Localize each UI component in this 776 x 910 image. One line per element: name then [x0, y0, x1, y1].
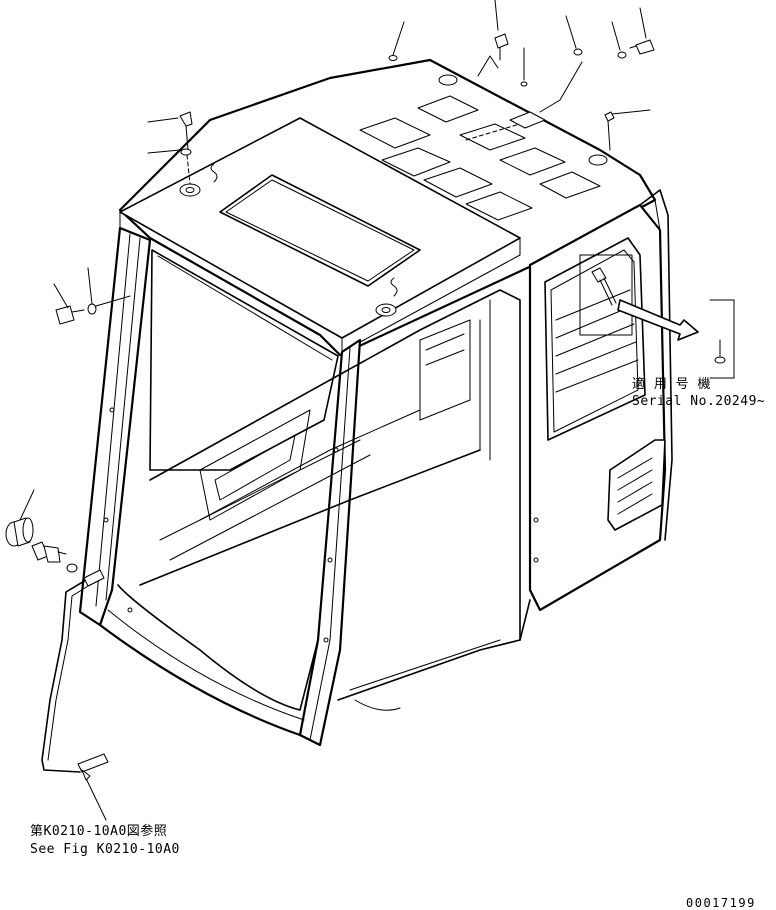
cab-interior [139, 289, 531, 711]
handrail-pipe [41, 571, 101, 773]
bushing-icon [5, 517, 34, 547]
roof-hardware [147, 0, 655, 185]
detail-arrow [617, 299, 699, 341]
bolt-icon [635, 39, 655, 55]
detail-box-target [709, 299, 735, 379]
bolt-icon [179, 111, 193, 127]
washer-icon [87, 303, 97, 315]
washer-icon [180, 148, 192, 156]
bolt-icon [494, 33, 509, 49]
serial-note-jp: 適 用 号 機 [632, 377, 711, 392]
cab-roof [118, 58, 657, 357]
washer-icon [573, 48, 583, 56]
pillar-hardware [5, 267, 131, 821]
serial-detail-callout [579, 254, 735, 379]
serial-note-en: Serial No.20249~ [632, 394, 766, 409]
pillar-holes [103, 407, 539, 643]
detail-box-source [579, 254, 633, 336]
reference-note-jp: 第K0210-10A0図参照 [30, 824, 168, 839]
reference-note-en: See Fig K0210-10A0 [30, 842, 180, 857]
drawing-number: 00017199 [686, 896, 756, 910]
cab-front-frame [78, 226, 362, 747]
pin-icon [31, 541, 67, 563]
washer-icon [66, 563, 78, 573]
bolt-icon [55, 305, 75, 325]
washer-icon [617, 51, 627, 59]
